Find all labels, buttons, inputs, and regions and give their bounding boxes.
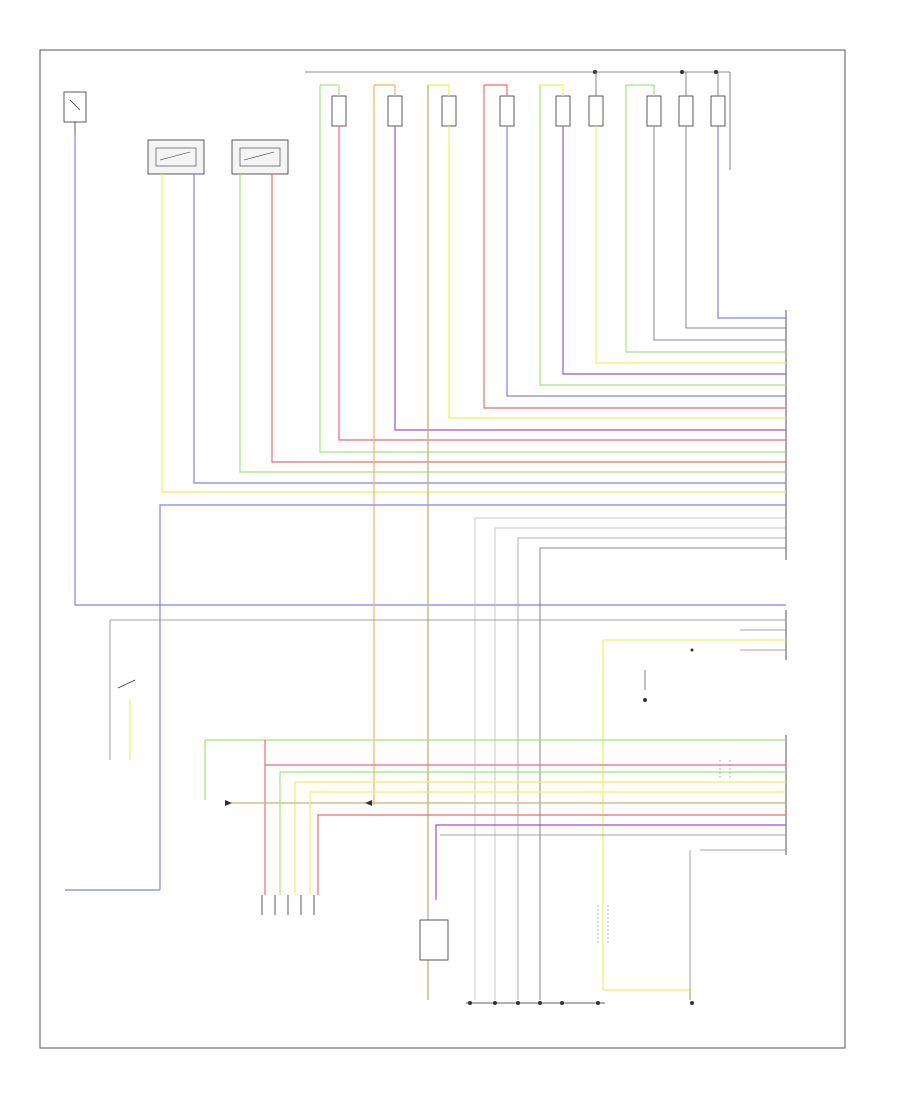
- wire-red-lower-2: [317, 814, 786, 895]
- wire-red-c1: [338, 126, 786, 441]
- wire-blue-c4: [506, 126, 786, 397]
- diagram-border: [39, 49, 846, 1049]
- throttle-position-connector: [261, 895, 315, 915]
- wire-green-lower: [204, 739, 786, 800]
- wire-gray-1: [474, 517, 786, 1000]
- wire-green-s2: [239, 174, 786, 473]
- ground-points: [466, 1001, 694, 1005]
- wire-green-c7: [625, 85, 786, 353]
- top-component-row: [331, 95, 726, 127]
- wire-yellow-mid: [602, 639, 786, 990]
- wire-gray-c7: [653, 126, 786, 341]
- wire-gray-2: [494, 527, 786, 1000]
- wire-yellow-c6: [595, 126, 786, 364]
- wire-purple-c5: [562, 126, 786, 375]
- wire-green-lower-2: [279, 771, 786, 895]
- wire-purple-c2: [394, 126, 786, 431]
- sensor-box-1: [147, 139, 205, 175]
- lower-left-connector: [225, 800, 372, 806]
- wire-gray-4: [539, 547, 786, 1000]
- wire-gray-c8: [685, 126, 786, 329]
- bottom-sensor-box: [419, 919, 449, 961]
- left-middle-switch: [109, 620, 136, 760]
- sensor-box-2: [231, 139, 289, 175]
- bottom-right-switch: [597, 905, 609, 945]
- wire-blue-lower: [159, 504, 786, 890]
- wire-blue-c9: [717, 126, 786, 319]
- wire-yellow-c3: [448, 126, 786, 419]
- wire-green-c1: [319, 85, 786, 453]
- wire-red-s2: [271, 174, 786, 463]
- top-left-switch: [63, 91, 87, 135]
- wire-blue-left: [74, 135, 786, 606]
- wire-yellow-s1: [161, 174, 786, 493]
- wire-red-c4: [483, 85, 786, 409]
- wire-green-c5: [539, 85, 786, 386]
- wire-purple-lower: [435, 824, 786, 900]
- wire-blue-s1: [193, 174, 786, 484]
- right-middle-relay: [643, 670, 647, 702]
- wire-yellow-lower-1: [294, 781, 786, 895]
- wire-gray-3: [517, 537, 786, 1000]
- wire-yellow-lower-2: [309, 791, 786, 895]
